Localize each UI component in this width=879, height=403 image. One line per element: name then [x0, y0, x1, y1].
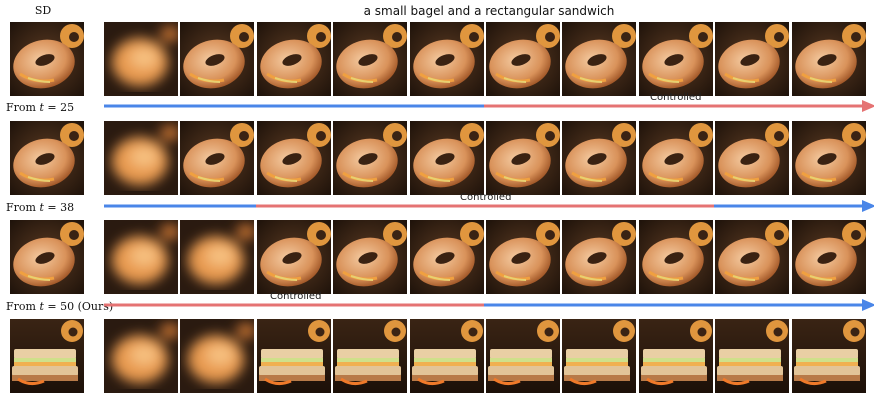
sequence-frame [257, 220, 331, 294]
sequence-frame [333, 220, 407, 294]
row-label-prefix: From [6, 201, 40, 214]
sequence-frame [562, 22, 636, 96]
sd-column-label: SD [34, 4, 52, 17]
controlled-label: Controlled [650, 92, 702, 103]
row-label-variable: t [39, 300, 44, 313]
sequence-frame [410, 220, 484, 294]
sequence-frame [639, 22, 713, 96]
timeline-arrow [104, 299, 874, 311]
row-label-prefix: From [6, 101, 40, 114]
sequence-frame [562, 319, 636, 393]
sequence-frame [104, 319, 178, 393]
row-label-variable: t [39, 201, 44, 214]
row-label-variable: t [39, 101, 44, 114]
sequence-frame [792, 22, 866, 96]
sd-image [10, 319, 84, 393]
sequence-frame [486, 121, 560, 195]
timeline-arrow [104, 100, 874, 112]
arrow-head [862, 200, 874, 212]
sequence-frame [486, 220, 560, 294]
row-label: From t = 50 (Ours) [6, 300, 113, 313]
sequence-frame [257, 22, 331, 96]
row-label: From t = 38 [6, 201, 74, 214]
sequence-frame [180, 319, 254, 393]
arrow-head [862, 100, 874, 112]
controlled-label: Controlled [270, 291, 322, 302]
sequence-frame [562, 220, 636, 294]
sequence-frame [792, 319, 866, 393]
sequence-frame [639, 121, 713, 195]
sd-image [10, 22, 84, 96]
sequence-frame [410, 22, 484, 96]
row-label-prefix: From [6, 300, 40, 313]
row-label-suffix: = 25 [43, 101, 75, 114]
row-label-suffix: = 38 [43, 201, 75, 214]
sequence-frame [104, 220, 178, 294]
sequence-frame [562, 121, 636, 195]
timeline-arrow [104, 200, 874, 212]
row-label: From t = 25 [6, 101, 74, 114]
sequence-frame [180, 220, 254, 294]
sequence-frame [333, 22, 407, 96]
sequence-frame [715, 319, 789, 393]
sequence-frame [715, 22, 789, 96]
sequence-frame [104, 121, 178, 195]
sequence-frame [257, 319, 331, 393]
arrow-head [862, 299, 874, 311]
sequence-frame [180, 22, 254, 96]
sequence-frame [715, 220, 789, 294]
sequence-frame [410, 319, 484, 393]
sequence-frame [639, 319, 713, 393]
sequence-frame [257, 121, 331, 195]
row-label-suffix: = 50 (Ours) [43, 300, 114, 313]
sequence-frame [639, 220, 713, 294]
sd-image [10, 220, 84, 294]
sequence-frame [104, 22, 178, 96]
controlled-label: Controlled [460, 192, 512, 203]
sd-image [10, 121, 84, 195]
sequence-frame [333, 121, 407, 195]
prompt-title: a small bagel and a rectangular sandwich [363, 4, 615, 18]
sequence-frame [333, 319, 407, 393]
sequence-frame [486, 319, 560, 393]
sequence-frame [410, 121, 484, 195]
sequence-frame [792, 121, 866, 195]
sequence-frame [792, 220, 866, 294]
sequence-frame [486, 22, 560, 96]
sequence-frame [715, 121, 789, 195]
sequence-frame [180, 121, 254, 195]
